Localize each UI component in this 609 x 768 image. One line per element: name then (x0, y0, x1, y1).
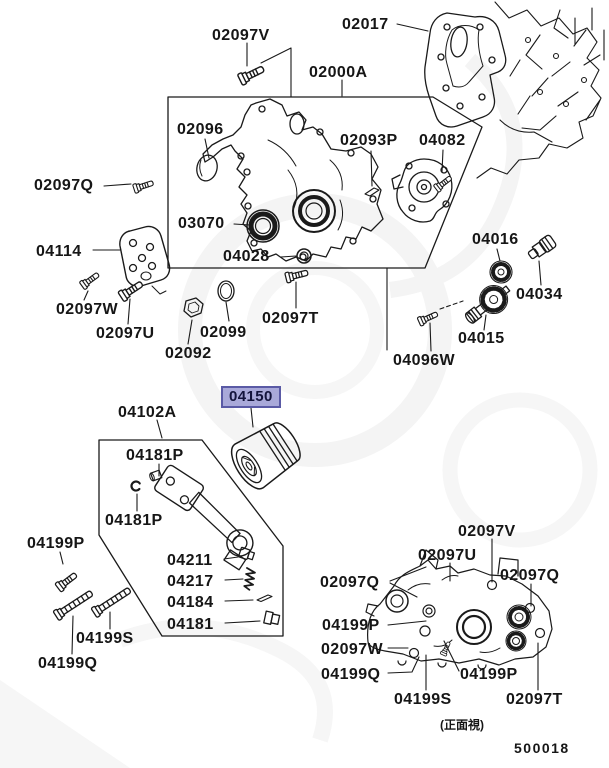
part-label-04102a[interactable]: 04102A (118, 404, 177, 421)
spring-04217-drawing (243, 567, 256, 591)
part-label-02097w-top[interactable]: 02097W (56, 301, 118, 318)
part-label-04181p-1[interactable]: 04181P (126, 447, 184, 464)
relief-valve-04211-drawing (238, 546, 256, 561)
oil-filter-04150-drawing (230, 422, 301, 490)
clip-04181p-drawing (130, 469, 163, 492)
gasket-02017-drawing (424, 12, 507, 128)
part-label-02000a[interactable]: 02000A (309, 64, 368, 81)
part-label-04028[interactable]: 04028 (223, 248, 270, 265)
part-label-04199s-bottom[interactable]: 04199S (394, 691, 452, 708)
part-label-04184[interactable]: 04184 (167, 594, 214, 611)
part-label-02097u-top[interactable]: 02097U (96, 325, 155, 342)
ring-02099-drawing (217, 280, 235, 302)
part-label-04082[interactable]: 04082 (419, 132, 466, 149)
part-label-04199q-bottom[interactable]: 04199Q (321, 666, 381, 683)
timing-cover-drawing (202, 98, 384, 262)
cap-02096-drawing (196, 154, 218, 182)
part-label-02017[interactable]: 02017 (342, 16, 389, 33)
part-label-02099[interactable]: 02099 (200, 324, 247, 341)
oring-04028-drawing (296, 248, 312, 264)
part-label-02097q-bottom-left[interactable]: 02097Q (320, 574, 380, 591)
part-label-04114[interactable]: 04114 (36, 243, 82, 260)
part-label-03070[interactable]: 03070 (178, 215, 225, 232)
sheet-number: 500018 (514, 740, 570, 756)
part-label-02097t-top[interactable]: 02097T (262, 310, 319, 327)
part-label-02092[interactable]: 02092 (165, 345, 212, 362)
gear-shaft-04015-drawing (464, 285, 511, 324)
plug-04181-drawing (263, 610, 281, 625)
pin-04184-drawing (256, 594, 273, 603)
part-label-04217[interactable]: 04217 (167, 573, 214, 590)
part-label-02097q-bottom-right[interactable]: 02097Q (500, 567, 560, 584)
part-label-04181p-2[interactable]: 04181P (105, 512, 163, 529)
engine-block-drawing (476, 1, 605, 179)
part-label-02097q-top[interactable]: 02097Q (34, 177, 94, 194)
gear-04016-drawing (489, 260, 513, 284)
assembly-group-box (167, 96, 483, 269)
part-label-04181[interactable]: 04181 (167, 616, 214, 633)
part-label-02097v-top[interactable]: 02097V (212, 27, 270, 44)
part-label-04199s-left[interactable]: 04199S (76, 630, 134, 647)
part-label-04211[interactable]: 04211 (167, 552, 213, 569)
part-label-02097v-bottom[interactable]: 02097V (458, 523, 516, 540)
bracket-group-box (98, 439, 284, 637)
part-label-04199q-left[interactable]: 04199Q (38, 655, 98, 672)
part-label-02096[interactable]: 02096 (177, 121, 224, 138)
part-label-04034[interactable]: 04034 (516, 286, 563, 303)
leader-lines (59, 23, 542, 691)
part-label-04096w[interactable]: 04096W (393, 352, 455, 369)
part-label-02093p[interactable]: 02093P (340, 132, 398, 149)
front-view-housing-drawing (365, 549, 553, 670)
plug-04034-drawing (527, 234, 557, 260)
part-label-02097t-bottom[interactable]: 02097T (506, 691, 563, 708)
view-orientation-note: (正面視) (440, 718, 484, 732)
oil-seal-03070-drawing (246, 209, 280, 243)
part-label-02097w-bottom[interactable]: 02097W (321, 641, 383, 658)
part-label-04199p-bottom-left[interactable]: 04199P (322, 617, 380, 634)
part-label-04150-highlighted[interactable]: 04150 (221, 386, 281, 408)
part-label-04199p-bottom-mid[interactable]: 04199P (460, 666, 518, 683)
bracket-04114-drawing (119, 225, 171, 295)
part-label-04016[interactable]: 04016 (472, 231, 519, 248)
part-label-04015[interactable]: 04015 (458, 330, 505, 347)
part-label-04199p-left[interactable]: 04199P (27, 535, 85, 552)
gasket-02092-drawing (183, 297, 204, 318)
part-label-02097u-bottom[interactable]: 02097U (418, 547, 477, 564)
